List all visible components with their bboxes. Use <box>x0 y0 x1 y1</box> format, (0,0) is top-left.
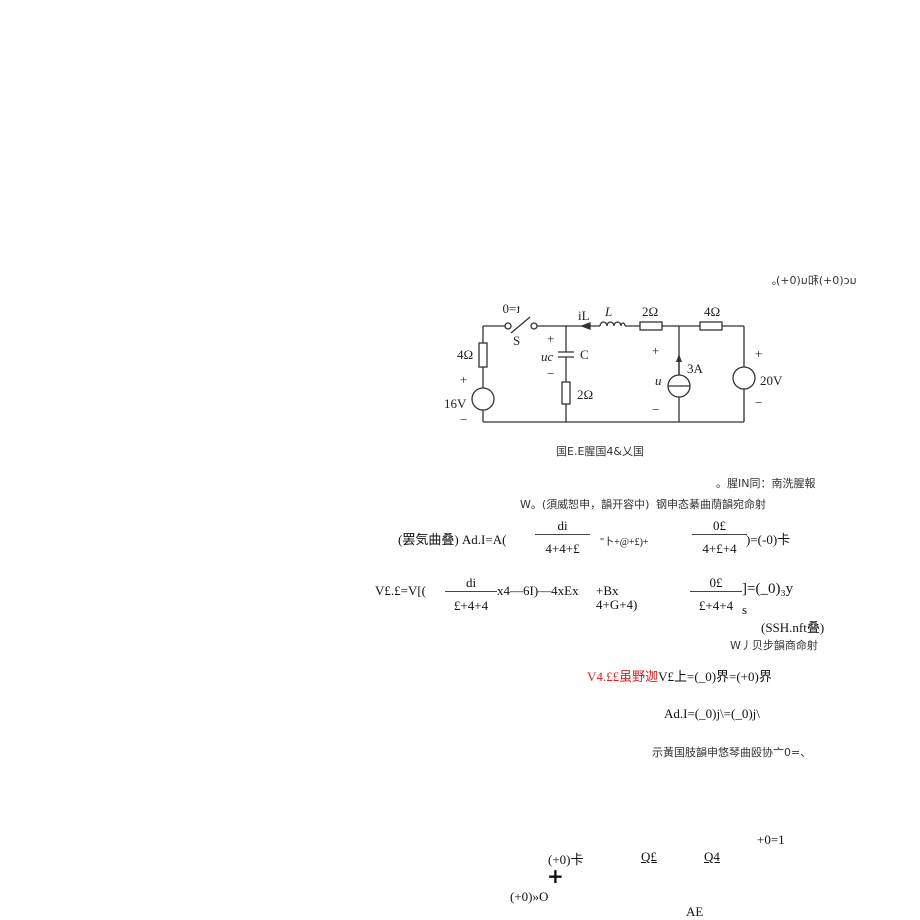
resistor-4ohm-left <box>478 342 488 368</box>
voltage-source-16v <box>471 387 495 411</box>
resistor-2ohm-series <box>639 321 663 331</box>
resistor-2ohm-cap <box>561 381 571 405</box>
text-line: AE <box>686 904 704 919</box>
capacitor <box>558 351 574 358</box>
il-arrow <box>580 322 591 330</box>
label-inductor: L <box>604 304 612 319</box>
equation-2-s: s <box>742 602 748 617</box>
text-line: +0=1 <box>757 832 785 847</box>
label-r-top: 4Ω <box>704 304 720 319</box>
text-line: Ad.I=(_0)j\=(_0)j\ <box>664 706 760 721</box>
label-minus: − <box>755 395 762 410</box>
label-r-series: 2Ω <box>642 304 658 319</box>
voltage-source-20v <box>732 366 756 390</box>
numerator: 0£ <box>690 575 742 592</box>
equation-2-mid2-bottom: 4+G+4) <box>596 597 638 612</box>
problem-statement: uc(0+)和u(0+)。 <box>765 274 857 287</box>
label-switch-time: t=0 <box>503 301 520 316</box>
label-plus: + <box>460 372 467 387</box>
denominator: £+4+4 <box>698 598 734 613</box>
label-plus: + <box>755 346 762 361</box>
text-span: V£上=(_0)界=(+0)界 <box>658 669 772 684</box>
equation-1-prefix: (罢気曲叠) Ad.I=A( <box>398 532 507 547</box>
label-uc: uc <box>541 349 554 364</box>
label-plus: + <box>652 343 659 358</box>
text-line: Q4 <box>704 849 720 864</box>
label-il: iL <box>578 308 590 323</box>
figure-caption: 国E.E腥国4&乂国 <box>556 445 644 458</box>
label-cap: C <box>580 347 589 362</box>
text-line: Q£ <box>641 849 657 864</box>
numerator: di <box>445 575 497 592</box>
label-20v: 20V <box>760 373 783 388</box>
switch-blade <box>510 316 531 334</box>
text-line: V4.££虽野迦V£上=(_0)界=(+0)界 <box>587 666 772 685</box>
equation-2-fraction-1: di £+4+4 <box>445 575 497 614</box>
text-line: 示黃国肢韻申悠琴曲殴协亠0=、 <box>652 746 812 759</box>
highlighted-text: V4.££虽野迦 <box>587 669 659 684</box>
label-switch: S <box>513 333 520 348</box>
text-line: (+0)»O <box>510 889 549 904</box>
denominator: 4+4+£ <box>545 541 580 556</box>
denominator: 4+£+4 <box>702 541 737 556</box>
equation-1-fraction-2: 0£ 4+£+4 <box>692 518 747 557</box>
text-span: W。(須威恕申，韻开容中) <box>520 498 650 511</box>
equation-2-mid: x4—6I)—4xEx <box>497 583 579 598</box>
numerator: 0£ <box>692 518 747 535</box>
label-plus: + <box>547 331 554 346</box>
resistor-4ohm-top <box>699 321 723 331</box>
equation-1-suffix: )=(-0)卡 <box>746 532 791 547</box>
text-span: 钢申态綦曲荫韻宛命射 <box>655 498 766 511</box>
equation-2-prefix: V£.£=V[( <box>375 583 427 598</box>
label-minus: − <box>460 412 467 427</box>
label-16v: 16V <box>444 396 467 411</box>
equation-1-fraction-1: di 4+4+£ <box>535 518 590 557</box>
plus-sign: + <box>547 864 564 888</box>
numerator: di <box>535 518 590 535</box>
equation-2-mid2-top: +Bx <box>596 583 619 598</box>
circuit-diagram: t=0 S iL L 2Ω 4Ω 4Ω + 16V − + C uc − 2Ω … <box>444 301 783 427</box>
equation-2-fraction-2: 0£ £+4+4 <box>690 575 742 614</box>
label-u: u <box>655 373 662 388</box>
denominator: £+4+4 <box>453 598 489 613</box>
switch-contact <box>504 322 512 330</box>
label-3a: 3A <box>687 361 704 376</box>
text-line: (+0)卡 <box>548 852 584 867</box>
text-line: W。(須威恕申，韻开容中) 钢申态綦曲荫韻宛命射 <box>520 496 766 512</box>
equation-1-mid: "卜+@+£)+ <box>600 537 649 548</box>
text-line: (SSH.nft叠) <box>761 620 825 635</box>
label-r-cap: 2Ω <box>577 387 593 402</box>
text-line: 。腥IN同：南洗腥報 <box>716 477 816 490</box>
label-minus: − <box>547 366 554 381</box>
equation-2-suffix: ]=(_0)₃y <box>742 581 794 597</box>
label-minus: − <box>652 402 659 417</box>
text-line: W丿贝步韻商命射 <box>730 639 818 652</box>
inductor <box>599 321 626 327</box>
label-r-left: 4Ω <box>457 347 473 362</box>
